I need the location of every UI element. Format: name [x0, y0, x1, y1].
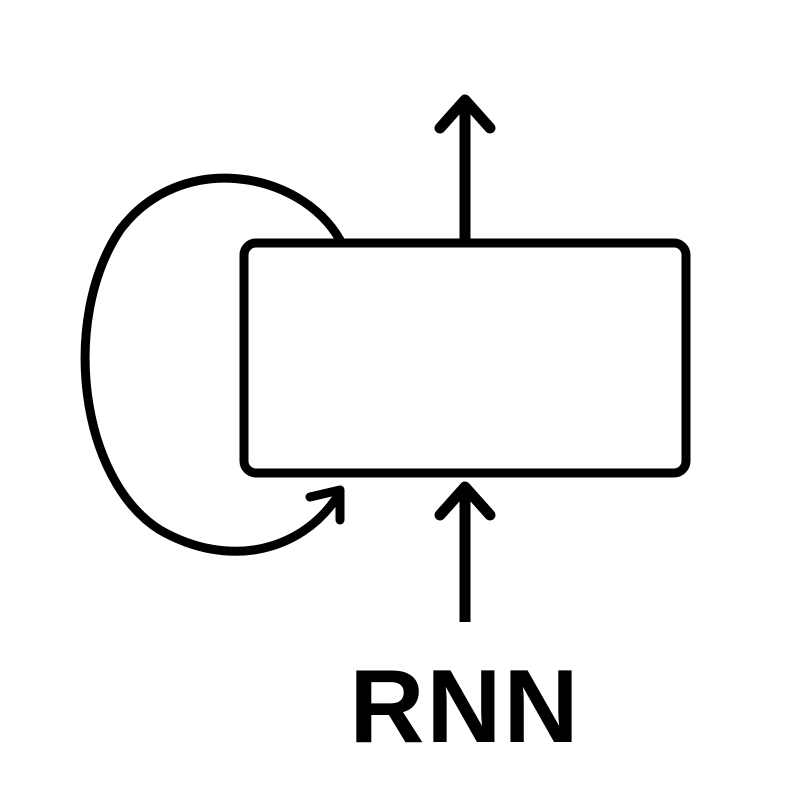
diagram-title: RNN — [349, 649, 581, 765]
recurrent-loop-arrow — [80, 173, 345, 556]
output-arrowhead-icon — [434, 94, 496, 134]
hidden-state-box — [239, 238, 691, 478]
input-arrowhead-icon — [434, 481, 496, 521]
loop-arrowhead-icon — [305, 485, 345, 525]
